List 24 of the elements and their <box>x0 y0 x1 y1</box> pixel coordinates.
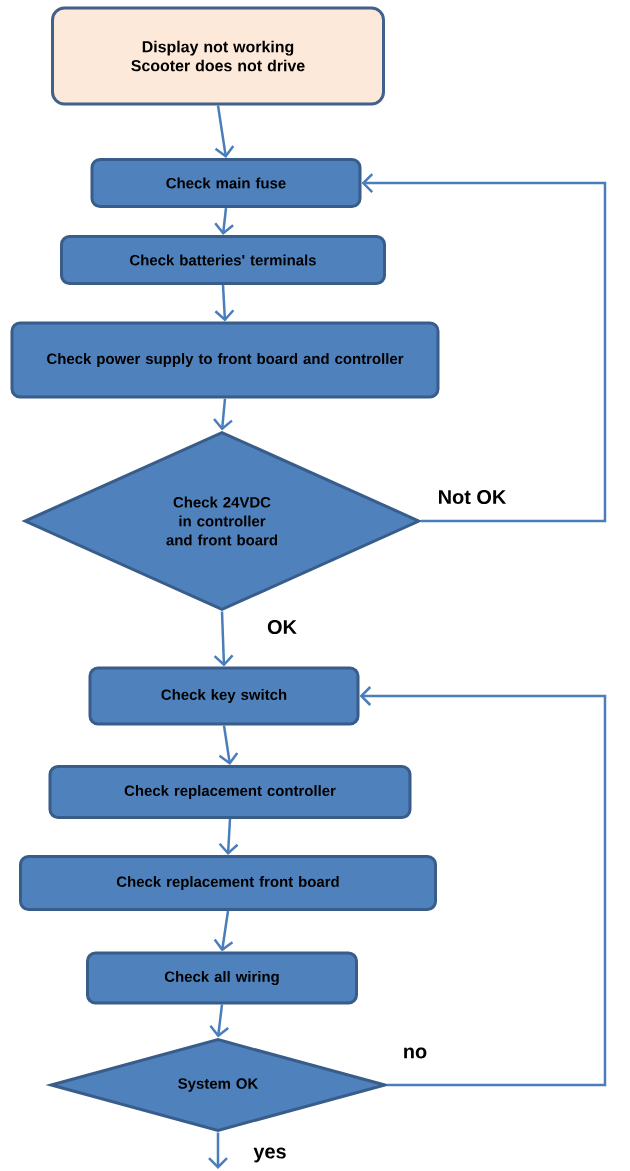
process-box: Check all wiring <box>86 951 358 1005</box>
arrow <box>213 398 233 431</box>
process-box: Check main fuse <box>90 158 362 208</box>
edge-label: OK <box>266 618 298 636</box>
process-box: Check replacement controller <box>48 765 412 819</box>
start-box: Display not working Scooter does not drive <box>51 6 385 106</box>
process-box: Check replacement front board <box>19 855 437 911</box>
edge-label: Not OK <box>436 488 508 506</box>
arrow <box>214 284 235 322</box>
process-box: Check batteries' terminals <box>60 235 386 285</box>
arrow <box>209 1004 229 1038</box>
arrow <box>213 910 234 952</box>
process-box: Check power supply to front board and controller <box>10 321 440 399</box>
arrow <box>213 611 234 667</box>
arrow <box>214 105 235 158</box>
arrow <box>218 818 239 855</box>
process-box: Check key switch <box>88 666 360 726</box>
arrow <box>361 173 607 523</box>
arrow <box>214 207 234 235</box>
arrow <box>218 725 239 765</box>
arrow <box>359 686 607 1087</box>
edge-label: no <box>401 1046 429 1060</box>
edge-label: yes <box>252 1146 288 1164</box>
arrow <box>208 1132 228 1169</box>
